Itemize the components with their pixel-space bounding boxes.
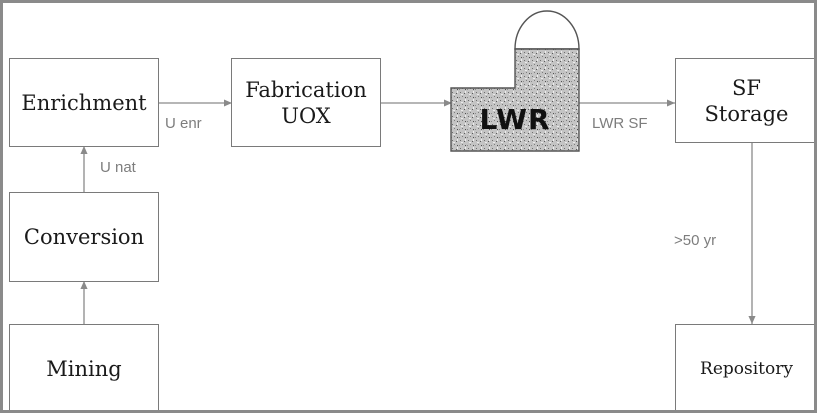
fabrication-label-line1: Fabrication: [245, 77, 366, 103]
reactor-label: LWR: [451, 103, 579, 136]
flow-label-u-nat: U nat: [100, 159, 136, 176]
reactor-dome: [515, 11, 579, 49]
repository-box: Repository: [675, 324, 817, 413]
flow-label-u-enr: U enr: [165, 115, 202, 132]
mining-label: Mining: [46, 356, 121, 382]
fabrication-box: Fabrication UOX: [231, 58, 381, 147]
fabrication-label-line2: UOX: [281, 103, 331, 129]
flow-label-lwr-sf: LWR SF: [592, 115, 648, 132]
sf-storage-box: SF Storage: [675, 58, 817, 143]
enrichment-box: Enrichment: [9, 58, 159, 147]
sf-storage-label-line1: SF: [732, 75, 761, 101]
flow-label-decay-time: >50 yr: [674, 232, 716, 249]
conversion-box: Conversion: [9, 192, 159, 282]
repository-label: Repository: [700, 356, 793, 382]
conversion-label: Conversion: [24, 224, 144, 250]
mining-box: Mining: [9, 324, 159, 413]
enrichment-label: Enrichment: [21, 90, 146, 116]
sf-storage-label-line2: Storage: [705, 101, 789, 127]
